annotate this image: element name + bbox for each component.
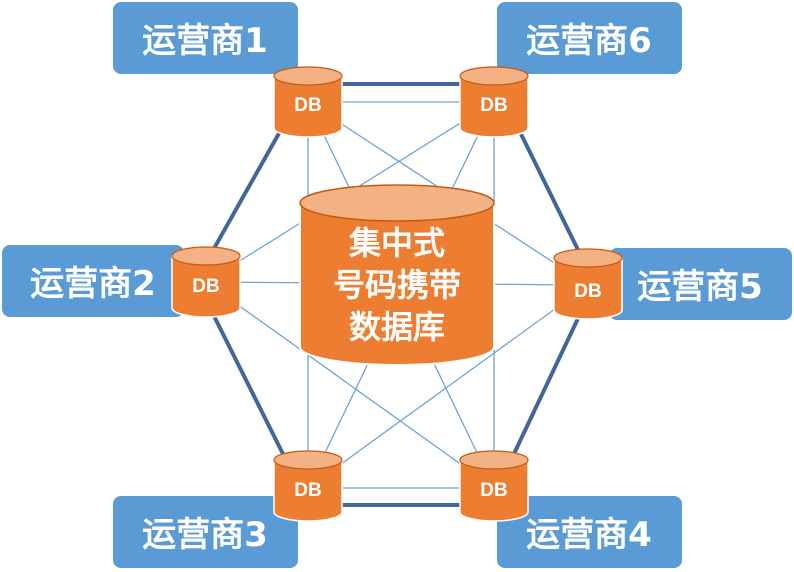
operator-label-box bbox=[113, 496, 298, 568]
operator-label-box bbox=[113, 2, 298, 74]
db-label: DB bbox=[480, 95, 507, 116]
operator-label: 运营商2 bbox=[30, 264, 156, 304]
db-label: DB bbox=[192, 276, 219, 297]
operator-label-box bbox=[497, 2, 682, 74]
db-cylinder-1: DB bbox=[273, 66, 343, 138]
db-cylinder-3: DB bbox=[273, 450, 343, 522]
operator-5: 运营商5 bbox=[609, 248, 792, 320]
operator-label: 运营商4 bbox=[526, 515, 652, 555]
central-db-line-1: 集中式 bbox=[348, 224, 445, 262]
operator-label: 运营商1 bbox=[142, 21, 268, 61]
operator-1: 运营商1 bbox=[113, 2, 298, 74]
operator-label-box bbox=[2, 245, 184, 317]
db-cylinder-5: DB bbox=[553, 248, 623, 320]
db-cylinder-4: DB bbox=[459, 450, 529, 522]
ring-db2-db3 bbox=[210, 310, 288, 462]
operator-label: 运营商6 bbox=[526, 21, 652, 61]
db-cylinder-6: DB bbox=[459, 66, 529, 138]
db-label: DB bbox=[294, 480, 321, 501]
central-database: 集中式 号码携带 数据库 bbox=[299, 184, 495, 366]
operator-2: 运营商2 bbox=[2, 245, 184, 317]
db-label: DB bbox=[294, 95, 321, 116]
link-db2-db4 bbox=[205, 281, 495, 489]
operator-label: 运营商5 bbox=[637, 267, 763, 307]
operator-4: 运营商4 bbox=[497, 496, 682, 568]
ring-connections bbox=[210, 82, 584, 507]
ring-db2-db1 bbox=[210, 126, 284, 254]
db-cylinder-2: DB bbox=[171, 246, 241, 318]
ring-db6-db5 bbox=[516, 126, 584, 260]
operator-label: 运营商3 bbox=[142, 515, 268, 555]
operator-6: 运营商6 bbox=[497, 2, 682, 74]
operator-label-box bbox=[497, 496, 682, 568]
link-db5-db3 bbox=[307, 284, 589, 489]
ring-db5-db4 bbox=[510, 308, 584, 460]
db-label: DB bbox=[574, 281, 601, 302]
central-db-line-3: 数据库 bbox=[349, 308, 445, 346]
db-label: DB bbox=[480, 480, 507, 501]
operator-label-box bbox=[609, 248, 792, 320]
operator-3: 运营商3 bbox=[113, 496, 298, 568]
central-db-line-2: 号码携带 bbox=[333, 266, 461, 304]
